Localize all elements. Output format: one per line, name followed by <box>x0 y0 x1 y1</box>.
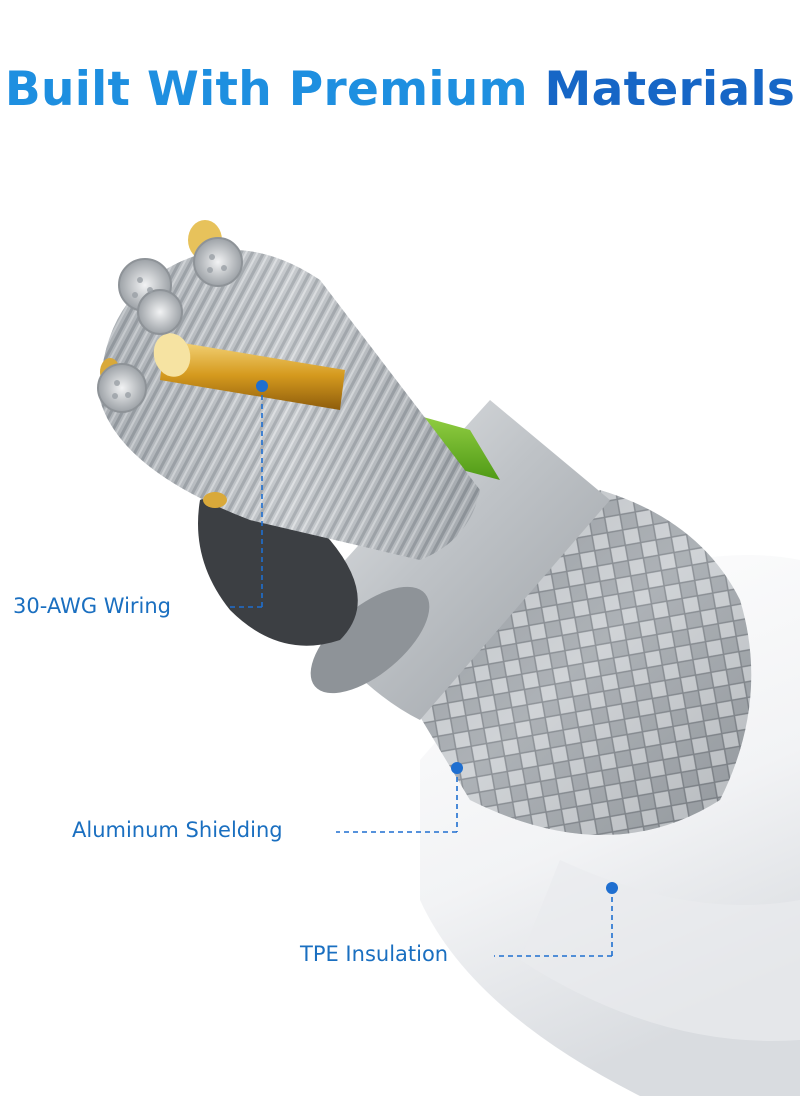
wiring-marker-dot <box>256 380 268 392</box>
headline-part-1: Built With Premium <box>4 62 545 117</box>
shielding-marker-dot <box>451 762 463 774</box>
headline-part-2: Materials <box>544 62 796 117</box>
insulation-marker-dot <box>606 882 618 894</box>
callout-wiring: 30-AWG Wiring <box>13 594 172 618</box>
leader-lines <box>226 386 613 957</box>
gold-conductor <box>160 340 345 410</box>
headline: Built With Premium Materials <box>0 62 800 117</box>
callout-insulation: TPE Insulation <box>300 942 449 966</box>
callout-shielding: Aluminum Shielding <box>72 818 283 842</box>
